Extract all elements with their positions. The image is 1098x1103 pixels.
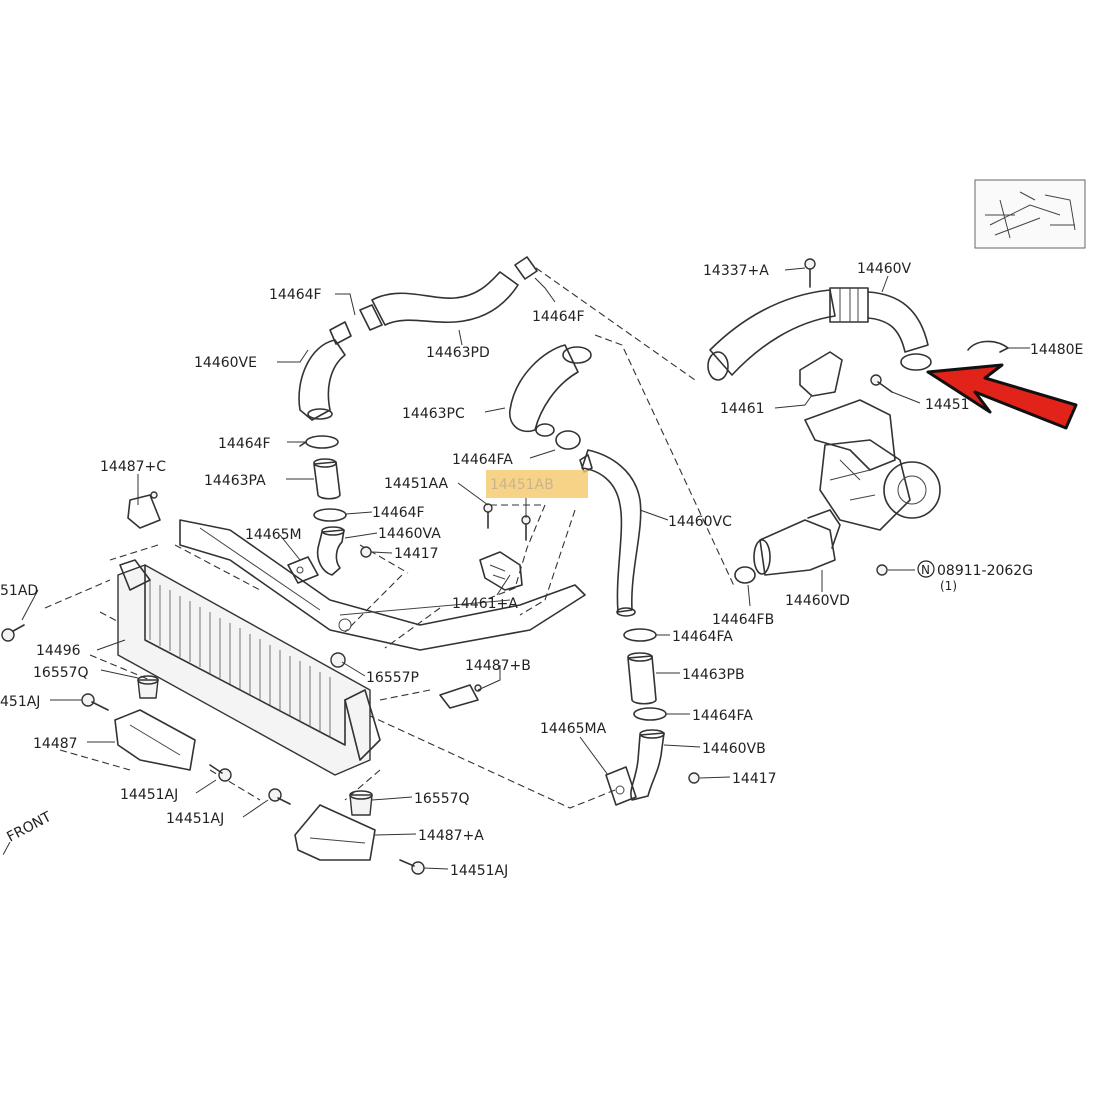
label-14451AJ-b[interactable]: 14451AJ — [120, 787, 178, 803]
hose-14463PD[interactable] — [359, 271, 519, 331]
bolt-14451AJ-a[interactable] — [81, 693, 109, 711]
nut-08911[interactable] — [876, 564, 888, 576]
bolt-14451AD[interactable] — [1, 624, 25, 642]
bolt-14451-right[interactable] — [870, 374, 893, 393]
clamp-14464FA-low[interactable] — [633, 707, 667, 721]
label-14460VD[interactable]: 14460VD — [785, 593, 850, 609]
n-marker-circle — [917, 560, 935, 578]
bolt-14451AJ-b[interactable] — [209, 764, 232, 782]
hose-14463PC[interactable] — [509, 344, 592, 437]
elbow-14460VB[interactable] — [630, 729, 665, 801]
label-14451AA[interactable]: 14451AA — [384, 476, 449, 492]
label-14465MA[interactable]: 14465MA — [540, 721, 607, 737]
label-14451-right[interactable]: 14451 — [925, 397, 970, 413]
dashed-leader-lines — [44, 267, 736, 809]
gasket-14465MA[interactable] — [605, 766, 637, 806]
pipe-14460VD[interactable] — [753, 509, 841, 576]
label-14337A[interactable]: 14337+A — [703, 263, 769, 279]
label-14417-b[interactable]: 14417 — [732, 771, 777, 787]
label-16557Q-b[interactable]: 16557Q — [414, 791, 470, 807]
bracket-14461[interactable] — [799, 351, 843, 397]
bracket-14487A[interactable] — [294, 804, 376, 861]
nut-14417-right[interactable] — [688, 772, 700, 784]
label-14464F-a[interactable]: 14464F — [269, 287, 322, 303]
clip-14480E[interactable] — [967, 340, 1009, 353]
front-label: FRONT — [4, 809, 54, 846]
label-14465M[interactable]: 14465M — [245, 527, 302, 543]
hose-14460V[interactable] — [707, 287, 932, 381]
label-14464F-d[interactable]: 14464F — [372, 505, 425, 521]
bracket-14487C[interactable] — [127, 491, 161, 529]
label-14464F-c[interactable]: 14464F — [218, 436, 271, 452]
elbow-14460VA[interactable] — [316, 526, 345, 576]
hose-14460VE[interactable] — [298, 321, 352, 421]
label-14461A[interactable]: 14461+A — [452, 596, 518, 612]
label-14451AD[interactable]: 51AD — [0, 583, 38, 599]
nut-14417-left[interactable] — [360, 546, 372, 558]
bolt-14451AB[interactable] — [521, 515, 531, 541]
label-14480E[interactable]: 14480E — [1030, 342, 1083, 358]
bracket-14461A[interactable] — [479, 551, 523, 591]
label-14487C[interactable]: 14487+C — [100, 459, 166, 475]
label-08911-2062G[interactable]: 08911-2062G — [937, 563, 1033, 579]
label-14487B[interactable]: 14487+B — [465, 658, 531, 674]
bolt-14451AA[interactable] — [483, 503, 493, 529]
mount-16557Q-lower[interactable] — [349, 790, 373, 816]
clamp-14464FB[interactable] — [734, 566, 756, 584]
clamp-14464F-low[interactable] — [313, 508, 347, 522]
mount-16557Q-upper[interactable] — [137, 675, 159, 699]
label-14487[interactable]: 14487 — [33, 736, 78, 752]
label-14464FA-b[interactable]: 14464FA — [672, 629, 733, 645]
label-14464FB[interactable]: 14464FB — [712, 612, 774, 628]
callout-leaders — [21, 267, 1030, 870]
n-marker-letter: N — [921, 563, 930, 577]
thumbnail-preview[interactable] — [974, 179, 1086, 249]
bolt-14451AJ-c[interactable] — [268, 788, 291, 805]
label-14460VE[interactable]: 14460VE — [194, 355, 257, 371]
label-14464FA-c[interactable]: 14464FA — [692, 708, 753, 724]
label-14463PA[interactable]: 14463PA — [204, 473, 266, 489]
highlight-box — [486, 470, 588, 498]
bolt-14337A[interactable] — [804, 258, 816, 288]
label-14460VA[interactable]: 14460VA — [378, 526, 441, 542]
label-14460V[interactable]: 14460V — [857, 261, 912, 277]
turbocharger — [804, 399, 941, 531]
label-14464FA-a[interactable]: 14464FA — [452, 452, 513, 468]
label-14464F-b[interactable]: 14464F — [532, 309, 585, 325]
label-08911-qty: (1) — [940, 579, 957, 593]
intercooler-14496[interactable] — [117, 559, 381, 776]
red-arrow-indicator — [926, 363, 1078, 430]
front-indicator: FRONT — [2, 809, 54, 855]
label-14451AB[interactable]: 14451AB — [490, 477, 554, 493]
bracket-14487[interactable] — [114, 709, 196, 771]
callout-labels: 14464F 14464F 14463PD 14460VE 14463PC 14… — [0, 261, 1083, 879]
label-14461[interactable]: 14461 — [720, 401, 765, 417]
pipe-14463PA[interactable] — [313, 458, 341, 500]
mount-16557P[interactable] — [330, 652, 346, 668]
label-14496[interactable]: 14496 — [36, 643, 81, 659]
label-14451AJ-c[interactable]: 14451AJ — [166, 811, 224, 827]
label-14487A[interactable]: 14487+A — [418, 828, 484, 844]
clamp-14464FA-mid[interactable] — [623, 628, 657, 642]
label-16557Q-a[interactable]: 16557Q — [33, 665, 89, 681]
clamp-14464F-top[interactable] — [514, 256, 538, 280]
label-14463PC[interactable]: 14463PC — [402, 406, 465, 422]
hose-14460VC[interactable] — [579, 449, 642, 617]
label-14463PB[interactable]: 14463PB — [682, 667, 745, 683]
pipe-14463PB[interactable] — [627, 652, 657, 705]
gasket-14465M[interactable] — [287, 556, 319, 584]
label-14417-a[interactable]: 14417 — [394, 546, 439, 562]
crossmember-beam — [179, 519, 586, 651]
clamp-14464FA-upper[interactable] — [555, 430, 581, 450]
bolt-14451AJ-d[interactable] — [399, 859, 425, 875]
label-14460VC[interactable]: 14460VC — [668, 514, 732, 530]
label-14451AJ-d[interactable]: 14451AJ — [450, 863, 508, 879]
label-14451AJ-a[interactable]: 451AJ — [0, 694, 40, 710]
bracket-14487B[interactable] — [439, 684, 482, 709]
label-14463PD[interactable]: 14463PD — [426, 345, 490, 361]
label-16557P[interactable]: 16557P — [366, 670, 419, 686]
label-14460VB[interactable]: 14460VB — [702, 741, 766, 757]
